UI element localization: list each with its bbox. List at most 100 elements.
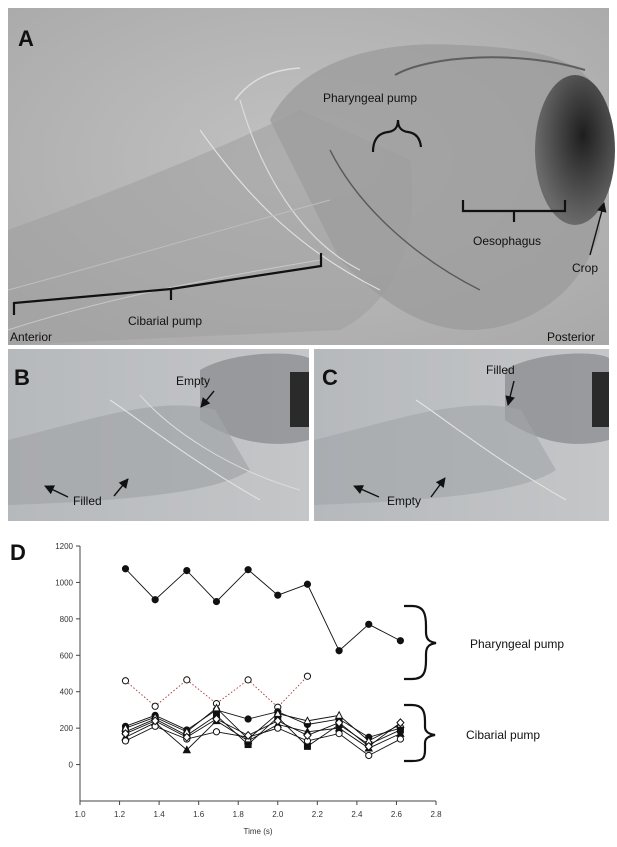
series-line [125, 725, 401, 756]
data-point [335, 730, 343, 738]
anterior-label: Anterior [10, 330, 52, 344]
series-line [125, 718, 401, 747]
cibarium-shape [8, 110, 413, 345]
data-point [335, 647, 343, 655]
panel-c: C Filled Empty [314, 349, 609, 521]
data-point [182, 732, 191, 742]
panel-a: A Pharyngeal pump Oesophagus Crop Cibari… [7, 8, 615, 345]
panel-b-filled-arrow-right [113, 478, 129, 497]
x-tick-label: 1.8 [233, 810, 245, 819]
panel-b-filled-arrow-left [44, 485, 69, 498]
x-tick-label: 1.0 [74, 810, 86, 819]
cibarial-pump-bracket [12, 253, 323, 315]
head-outline [394, 56, 586, 76]
data-point [396, 735, 404, 743]
data-point [212, 703, 221, 712]
cibarial-pump-annotation: Cibarial pump [466, 728, 540, 742]
crop-shape [535, 75, 615, 225]
panel-d-letter: D [10, 540, 26, 565]
panel-a-letter: A [18, 26, 34, 51]
pharyngeal-pump-brace-d [404, 604, 437, 681]
timing-chart: 1200 1000 800 600 400 200 0 1.0 1.2 1.4 1.6 1.8 2.0… [55, 542, 442, 836]
data-point [212, 728, 221, 736]
data-point [303, 580, 312, 588]
data-point [183, 676, 191, 684]
data-point [303, 730, 312, 740]
y-tick-label: 800 [60, 615, 74, 624]
data-point [121, 677, 130, 685]
series-line [125, 568, 401, 652]
panel-c-letter: C [322, 365, 338, 390]
panel-c-empty-arrow-right [430, 477, 446, 498]
panel-b-empty-label: Empty [176, 374, 210, 388]
series-cibarial-7 [121, 714, 405, 751]
y-tick-label: 1200 [55, 542, 73, 551]
crop-arrow [589, 202, 607, 256]
data-point [273, 716, 282, 726]
pharyngeal-pump-label: Pharyngeal pump [323, 91, 417, 105]
data-point [212, 597, 221, 606]
oesophagus-label: Oesophagus [473, 234, 541, 248]
panel-b-letter: B [14, 365, 30, 390]
x-tick-label: 2.0 [272, 810, 284, 819]
x-axis-ticks: 1.0 1.2 1.4 1.6 1.8 2.0 2.2 2.4 2.6 2.8 [74, 801, 442, 819]
data-point [150, 716, 160, 726]
data-point [121, 737, 130, 745]
data-point [121, 565, 130, 573]
data-point [151, 702, 159, 710]
oesophagus-bracket [461, 200, 567, 222]
y-tick-label: 400 [60, 688, 74, 697]
data-point [244, 676, 252, 684]
data-point [151, 596, 159, 604]
data-point [303, 716, 312, 725]
data-point [274, 724, 282, 732]
panel-d: D 1200 1000 800 600 400 200 0 1.0 1.2 1.4 1.6 1.8 2… [10, 540, 564, 836]
panel-c-filled-label: Filled [486, 363, 515, 377]
y-tick-label: 200 [60, 724, 74, 733]
y-axis-ticks: 1200 1000 800 600 400 200 0 [55, 542, 80, 770]
posterior-label: Posterior [547, 330, 595, 344]
data-point [274, 591, 282, 599]
x-tick-label: 2.6 [391, 810, 403, 819]
x-tick-label: 1.2 [114, 810, 126, 819]
data-point [212, 714, 221, 724]
data-point [365, 751, 373, 760]
pharyngeal-pump-brace [371, 119, 423, 153]
x-tick-label: 2.4 [351, 810, 363, 819]
data-point [243, 730, 253, 740]
cibarial-pump-brace-d [404, 703, 436, 763]
x-axis-label: Time (s) [243, 827, 272, 836]
data-point [334, 718, 344, 728]
crop-label: Crop [572, 261, 598, 275]
y-tick-label: 600 [60, 651, 74, 660]
panel-b-filled-label: Filled [73, 494, 102, 508]
data-point [183, 566, 191, 575]
series-layer [121, 565, 405, 760]
x-tick-label: 1.6 [193, 810, 205, 819]
data-point [244, 715, 252, 723]
panel-c-filled-arrow [505, 380, 515, 406]
y-tick-label: 1000 [55, 578, 73, 587]
panel-b-empty-arrow [200, 390, 215, 408]
data-point [303, 672, 312, 680]
data-point [182, 745, 192, 754]
series-line [125, 707, 401, 742]
pharyngeal-pump-annotation: Pharyngeal pump [470, 637, 564, 651]
data-point [364, 741, 373, 751]
data-point [365, 620, 373, 628]
series-pharyngeal-0 [121, 565, 404, 655]
cibarial-pump-label: Cibarial pump [128, 314, 202, 328]
panel-c-empty-label: Empty [387, 494, 421, 508]
y-tick-label: 0 [69, 761, 74, 770]
data-point [121, 729, 130, 739]
data-point [334, 710, 344, 719]
data-point [244, 566, 252, 574]
x-tick-label: 2.2 [312, 810, 324, 819]
data-point [396, 637, 404, 645]
panel-c-empty-arrow-left [353, 485, 380, 498]
x-tick-label: 1.4 [154, 810, 166, 819]
data-point [396, 718, 405, 728]
x-tick-label: 2.8 [430, 810, 442, 819]
panel-b: B Empty Filled [8, 349, 309, 521]
